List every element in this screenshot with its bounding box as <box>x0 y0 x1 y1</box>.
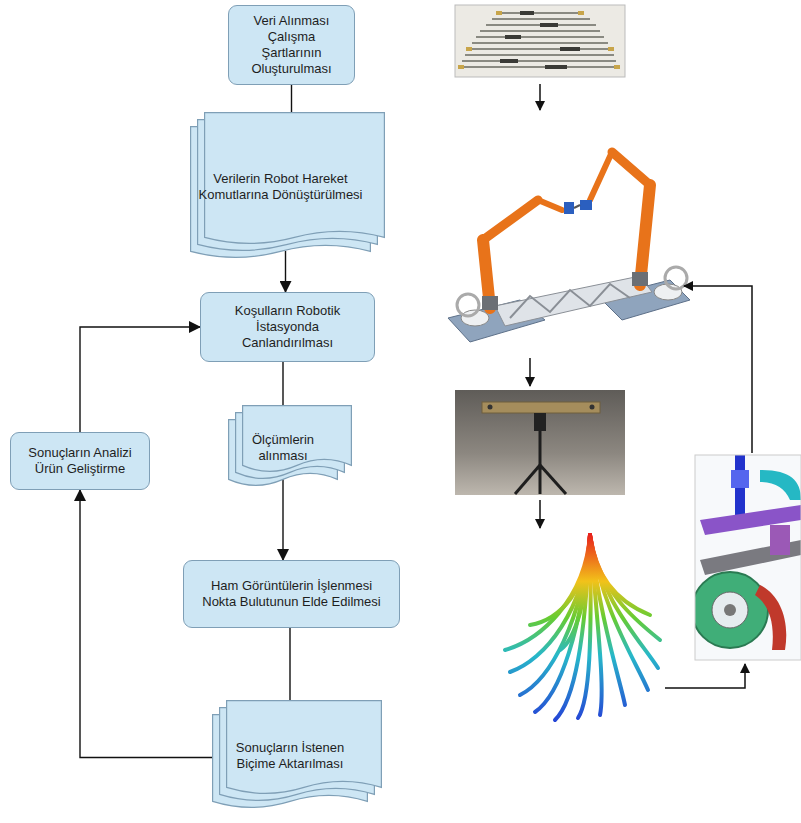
flow-connector <box>282 479 283 560</box>
node-label: Ölçümlerin alınması <box>236 432 330 464</box>
flow-connector <box>285 251 286 292</box>
robot-station <box>448 152 690 342</box>
process-box: Ham Görüntülerin İşlenmesi Nokta Bulutun… <box>183 560 400 628</box>
document-stack: Verilerin Robot Hareket Komutlarına Dönü… <box>190 112 385 262</box>
flow-connector <box>80 327 200 432</box>
suspension-model <box>695 455 801 660</box>
node-label: Koşulların Robotik İstasyonda Canlandırı… <box>211 303 364 351</box>
node-label: Sonuçların İstenen Biçime Aktarılması <box>220 740 360 772</box>
flow-arrow <box>539 84 541 110</box>
process-box: Sonuçların Analizi Ürün Geliştirme <box>10 432 150 490</box>
document-stack: Ölçümlerin alınması <box>228 405 352 490</box>
suspension-frame <box>695 455 801 660</box>
flow-arrow <box>529 358 531 386</box>
process-box: Koşulların Robotik İstasyonda Canlandırı… <box>200 292 375 362</box>
camera-photo <box>455 390 625 495</box>
node-label: Verilerin Robot Hareket Komutlarına Dönü… <box>198 171 363 203</box>
point-cloud <box>505 535 660 720</box>
node-label: Veri Alınması Çalışma Şartlarının Oluştu… <box>239 13 344 77</box>
flow-arrow <box>665 664 745 688</box>
node-label: Sonuçların Analizi Ürün Geliştirme <box>21 445 139 477</box>
process-box: Veri Alınması Çalışma Şartlarının Oluştu… <box>228 5 355 85</box>
node-label: Ham Görüntülerin İşlenmesi Nokta Bulutun… <box>194 578 389 610</box>
document-stack: Sonuçların İstenen Biçime Aktarılması <box>212 700 382 812</box>
flow-arrow <box>539 500 541 528</box>
flow-arrow <box>684 286 752 453</box>
hose-photo <box>455 5 625 77</box>
